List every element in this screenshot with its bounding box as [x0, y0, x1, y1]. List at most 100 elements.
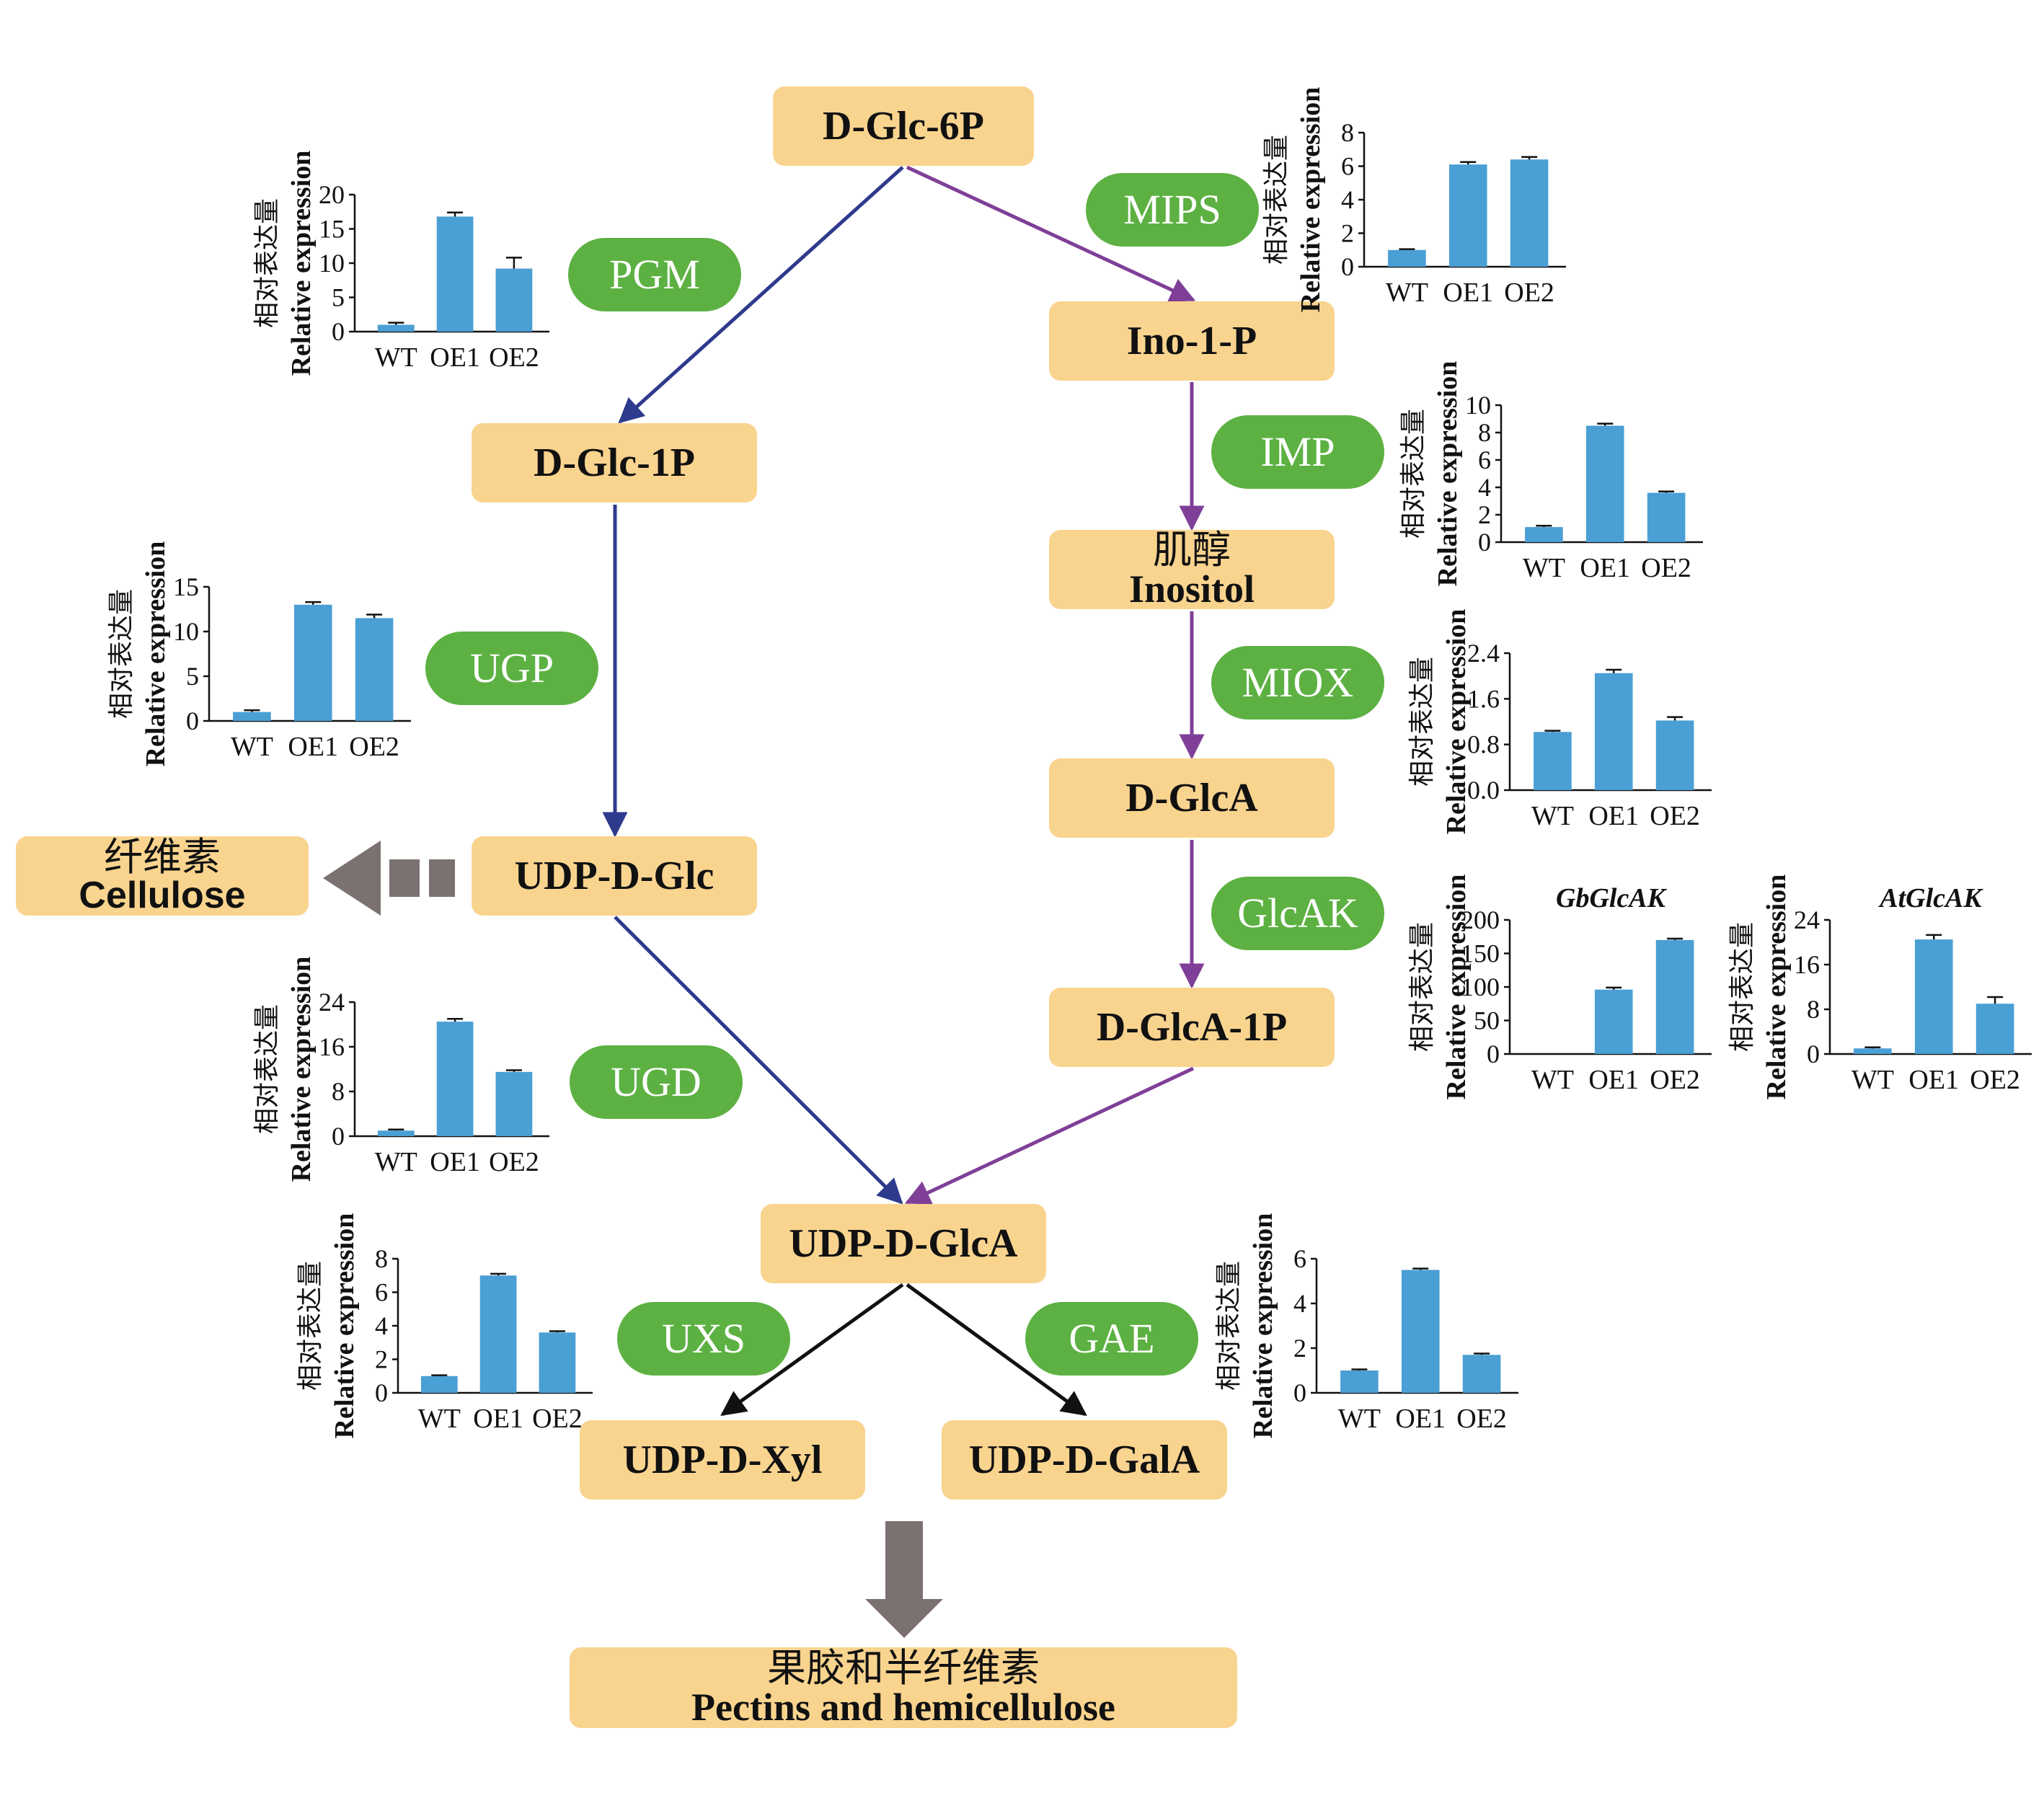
node-d-glc-1p: D-Glc-1P — [472, 423, 757, 502]
enzyme-miox: MIOX — [1211, 646, 1384, 719]
enzyme-pgm: PGM — [568, 238, 741, 311]
y-tick-label: 0 — [332, 317, 345, 346]
y-axis-label-zh: 相对表达量 — [1262, 135, 1291, 265]
y-tick-label: 10 — [319, 249, 345, 278]
y-axis-label-zh: 相对表达量 — [296, 1261, 325, 1391]
y-tick-label: 0.8 — [1467, 730, 1500, 759]
y-tick-label: 8 — [1807, 995, 1820, 1024]
y-tick-label: 6 — [1478, 446, 1491, 474]
flow-arrow-to-cellulose — [323, 841, 455, 916]
y-axis-label-zh: 相对表达量 — [252, 1004, 282, 1134]
bar-oe2 — [1647, 492, 1686, 542]
arrow-glca1p-to-udpglca — [904, 1066, 1195, 1205]
y-axis-label-en: Relative expression — [1433, 361, 1463, 587]
bar-oe2 — [539, 1332, 576, 1393]
enzyme-imp: IMP — [1211, 415, 1384, 489]
category-label: OE1 — [1908, 1065, 1959, 1095]
y-axis-label-zh: 相对表达量 — [1399, 409, 1428, 539]
bar-oe2 — [495, 268, 533, 332]
node-d-glca-1p: D-GlcA-1P — [1049, 988, 1335, 1067]
y-tick-label: 24 — [1794, 905, 1820, 934]
enzyme-glcak: GlcAK — [1211, 877, 1384, 950]
node-label-en: Cellulose — [79, 874, 246, 916]
bar-oe2 — [1510, 159, 1549, 267]
y-axis-label-en: Relative expression — [1248, 1213, 1278, 1439]
node-label-zh: 肌醇 — [1153, 527, 1231, 572]
category-label: OE2 — [1650, 801, 1700, 831]
category-label: OE1 — [1588, 801, 1639, 831]
y-axis-label-en: Relative expression — [286, 957, 317, 1182]
y-tick-label: 2.4 — [1467, 639, 1500, 668]
y-tick-label: 0 — [1478, 528, 1491, 557]
bar-oe1 — [1914, 939, 1953, 1054]
category-label: OE2 — [1650, 1065, 1700, 1095]
category-label: WT — [1386, 278, 1428, 308]
y-tick-label: 1.6 — [1467, 684, 1500, 713]
category-label: OE2 — [1456, 1404, 1507, 1434]
y-tick-label: 5 — [186, 662, 199, 691]
node-label-zh: 果胶和半纤维素 — [767, 1645, 1040, 1691]
bar-oe1 — [1448, 164, 1487, 267]
y-tick-label: 2 — [375, 1345, 388, 1374]
node-label: D-GlcA — [1125, 776, 1258, 820]
y-axis-label-zh: 相对表达量 — [1407, 922, 1437, 1052]
category-label: OE2 — [349, 732, 399, 762]
bar-oe2 — [1655, 720, 1694, 790]
arrow-udpglc-to-udpglca — [614, 916, 903, 1205]
node-d-glca: D-GlcA — [1049, 758, 1335, 838]
bar-wt — [1340, 1370, 1379, 1393]
enzyme-label: PGM — [609, 251, 700, 298]
bar-oe2 — [355, 618, 394, 721]
y-tick-label: 4 — [375, 1311, 388, 1340]
category-label: OE2 — [489, 1147, 539, 1177]
y-tick-label: 0 — [375, 1378, 388, 1407]
bar-wt — [377, 1130, 415, 1136]
enzyme-label: GAE — [1069, 1315, 1155, 1362]
category-label: OE1 — [1395, 1404, 1446, 1434]
enzyme-label: UGP — [469, 645, 554, 691]
bar-oe1 — [293, 604, 332, 721]
category-label: WT — [1531, 801, 1574, 831]
y-tick-label: 0.0 — [1467, 776, 1500, 805]
category-label: WT — [1523, 553, 1565, 583]
y-tick-label: 4 — [1341, 185, 1354, 214]
category-label: OE2 — [1504, 278, 1554, 308]
bar-oe1 — [436, 216, 474, 332]
y-tick-label: 10 — [173, 617, 199, 646]
y-tick-label: 200 — [1461, 905, 1500, 934]
category-label: WT — [375, 342, 417, 373]
y-axis-label-en: Relative expression — [141, 541, 171, 767]
y-tick-label: 4 — [1293, 1289, 1306, 1318]
y-tick-label: 2 — [1341, 219, 1354, 248]
category-label: OE2 — [1641, 553, 1691, 583]
node-udp-d-xyl: UDP-D-Xyl — [580, 1420, 865, 1500]
node-label: UDP-D-GalA — [968, 1438, 1200, 1482]
node-label: UDP-D-GlcA — [789, 1221, 1018, 1266]
category-label: OE1 — [1580, 553, 1630, 583]
y-tick-label: 0 — [332, 1122, 345, 1151]
y-axis-label-zh: 相对表达量 — [252, 198, 282, 328]
bar-oe2 — [1976, 1004, 2014, 1054]
bar-oe1 — [1594, 989, 1633, 1054]
chart-title: AtGlcAK — [1878, 883, 1983, 913]
node-udp-d-glca: UDP-D-GlcA — [761, 1204, 1046, 1283]
category-label: WT — [1338, 1404, 1381, 1434]
y-tick-label: 8 — [1341, 118, 1354, 147]
y-tick-label: 0 — [1807, 1040, 1820, 1068]
bar-oe1 — [1401, 1270, 1440, 1393]
y-tick-label: 100 — [1461, 973, 1500, 1001]
node-cellulose: 纤维素 Cellulose — [16, 836, 309, 916]
y-tick-label: 6 — [1293, 1244, 1306, 1273]
enzyme-mips: MIPS — [1086, 173, 1259, 247]
y-axis-label-en: Relative expression — [329, 1213, 360, 1439]
enzyme-ugp: UGP — [425, 632, 598, 705]
bar-wt — [1534, 732, 1572, 790]
bar-oe1 — [1585, 425, 1624, 542]
bar-oe1 — [1594, 673, 1633, 790]
